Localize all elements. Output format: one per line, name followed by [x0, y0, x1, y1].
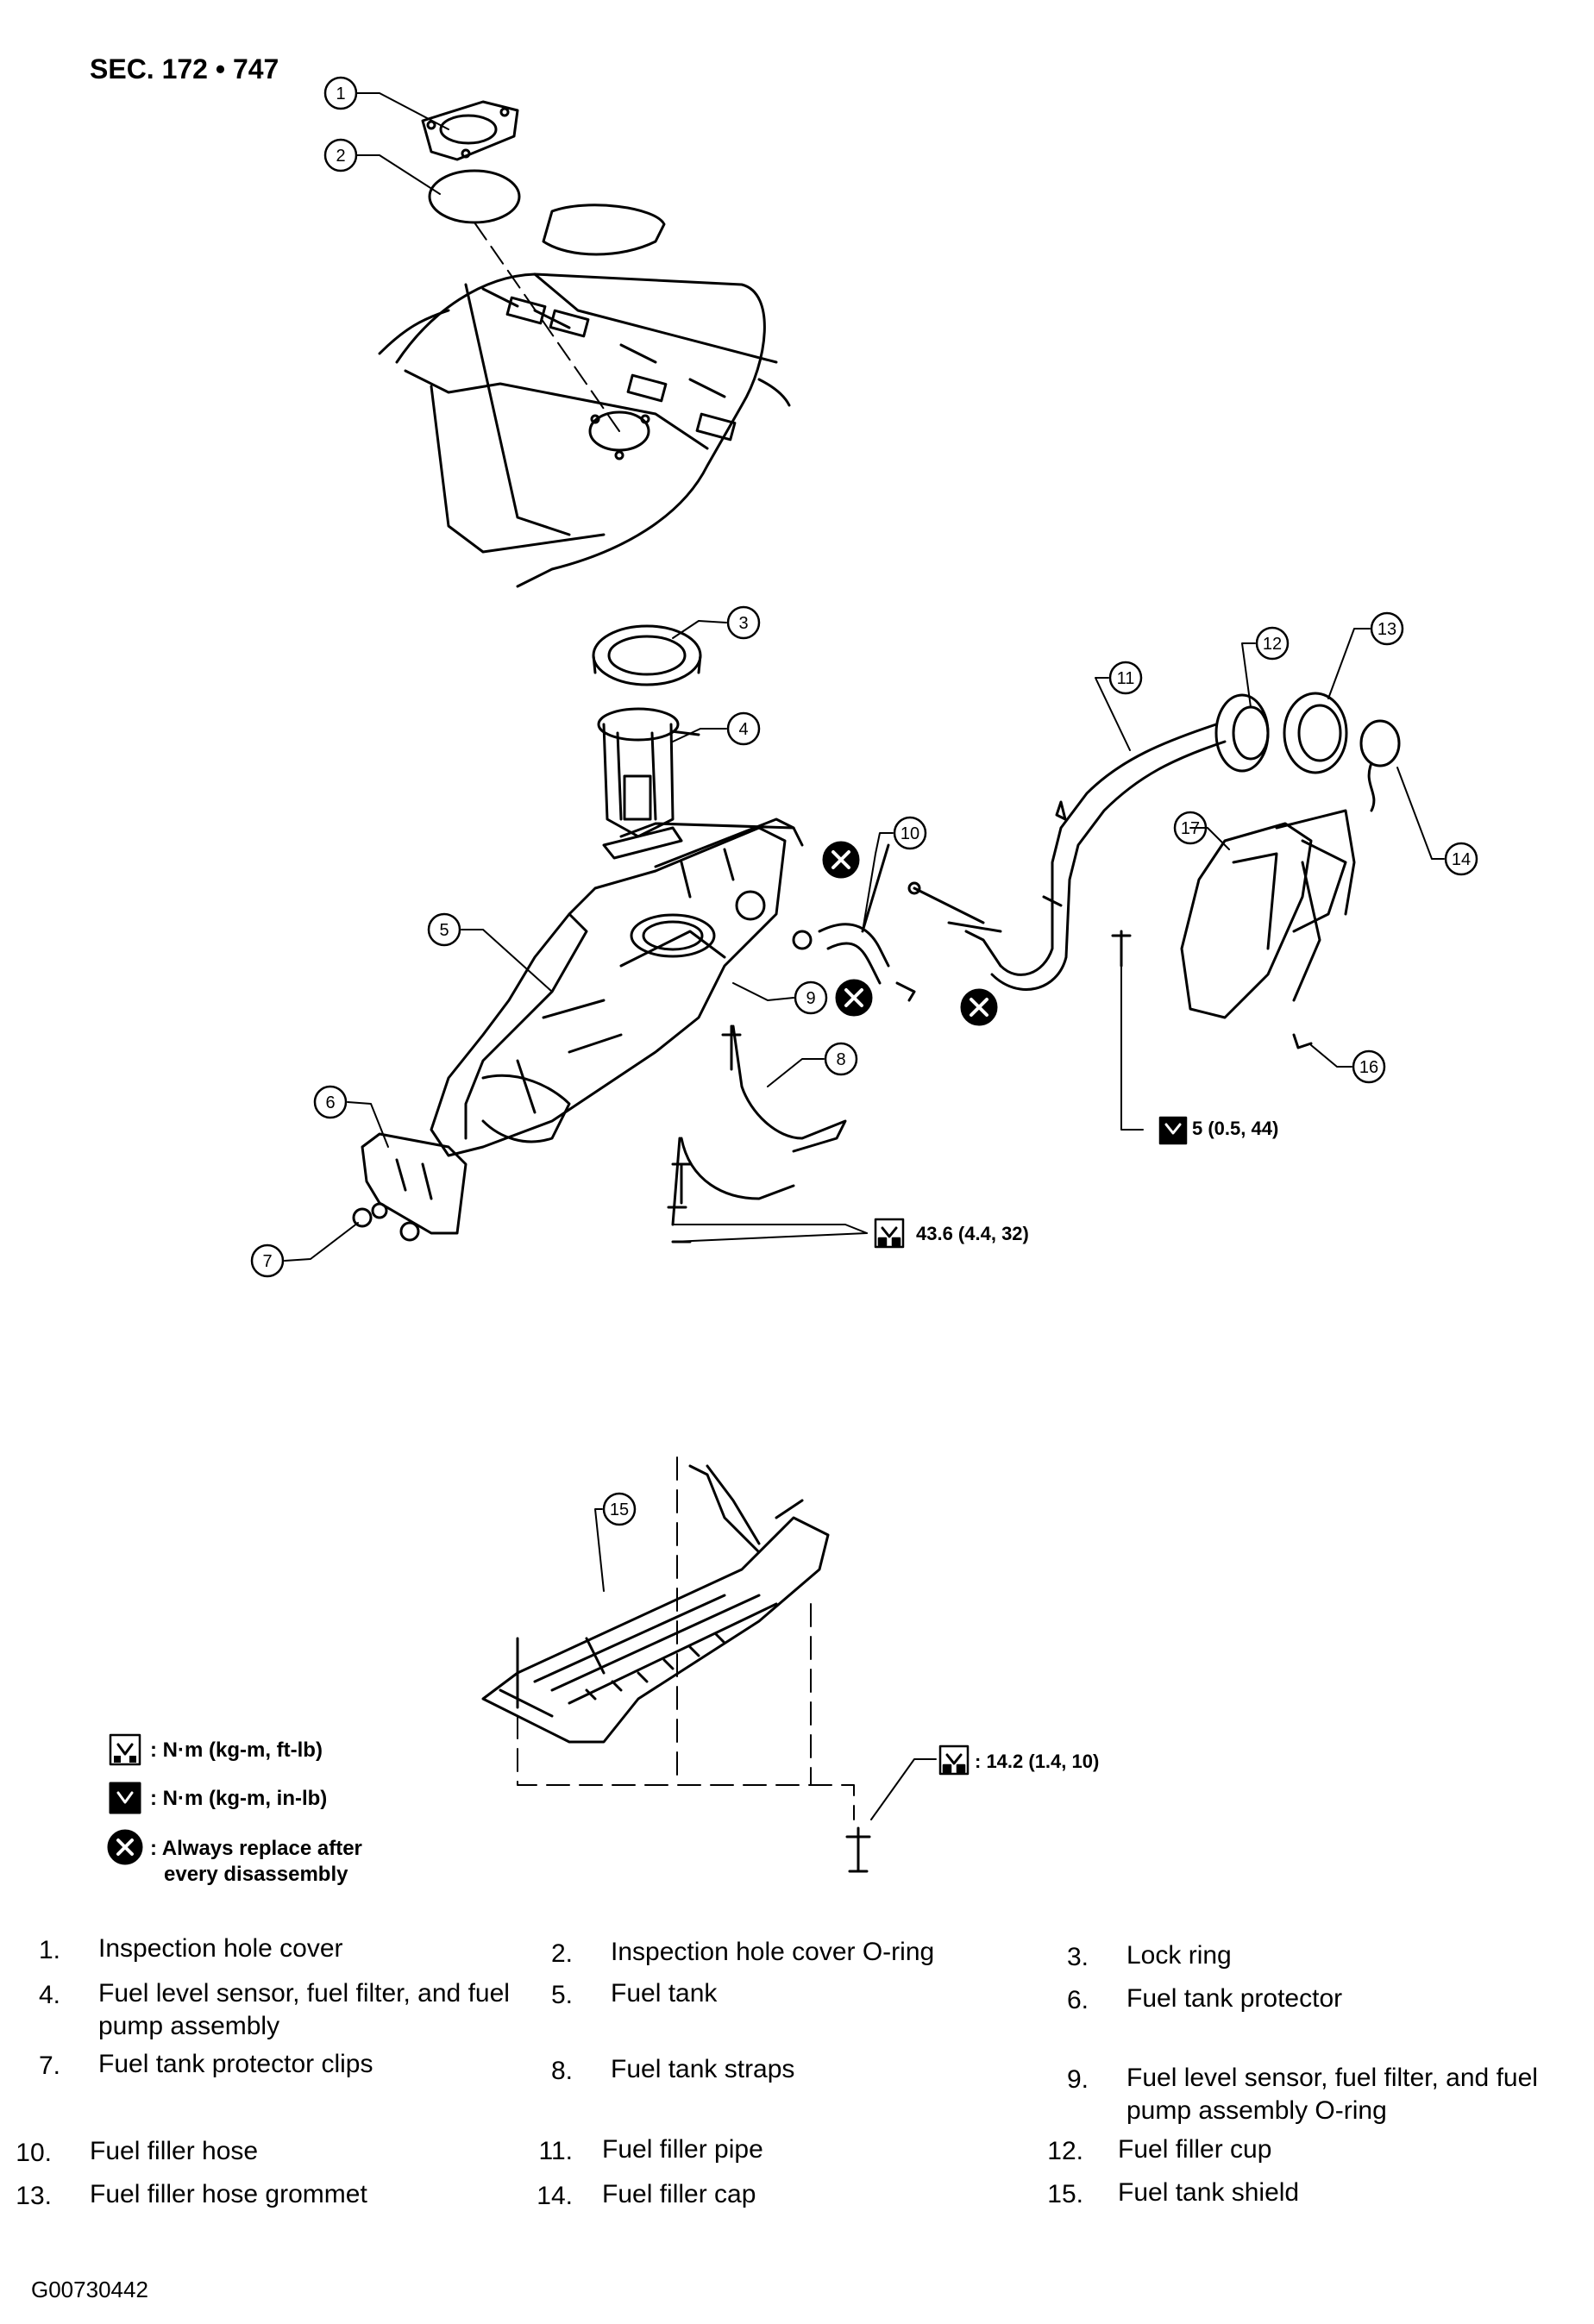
part-name: Fuel filler cup — [1118, 2135, 1272, 2164]
part-name: Fuel filler hose — [90, 2137, 259, 2165]
callout-number-4: 4 — [738, 720, 748, 739]
part-number: 7. — [38, 2052, 60, 2080]
part-name: Inspection hole cover — [98, 1934, 343, 1963]
part-number: 3. — [1066, 1943, 1089, 1971]
callout-number-17: 17 — [1181, 819, 1200, 838]
torque-value-filler: 5 (0.5, 44) — [1192, 1118, 1279, 1139]
part-number: 4. — [38, 1981, 60, 2009]
part-name: Fuel filler cap — [602, 2180, 756, 2208]
callout-number-15: 15 — [610, 1500, 629, 1519]
torque-wrench-ftlb-icon — [109, 1733, 141, 1766]
part-number: 14. — [537, 2182, 573, 2210]
part-name-continued: pump assembly — [98, 2012, 280, 2040]
torque-wrench-inlb-icon — [109, 1782, 141, 1814]
legend-inlb-label: : N·m (kg-m, in-lb) — [150, 1787, 328, 1810]
part-number: 10. — [16, 2139, 52, 2167]
part-number: 5. — [550, 1981, 573, 2009]
callout-number-1: 1 — [336, 85, 345, 103]
part-number: 12. — [1047, 2137, 1083, 2165]
fuel-filler-pipe-drawing — [907, 723, 1227, 991]
part-name: Fuel filler hose grommet — [90, 2180, 367, 2208]
callout-circles — [250, 76, 1478, 1526]
leader-lines — [284, 92, 1445, 1820]
always-replace-icon — [107, 1829, 143, 1865]
part-name: Fuel tank protector clips — [98, 2050, 373, 2078]
legend-replace-label: : Always replace after — [150, 1837, 362, 1860]
callout-number-12: 12 — [1263, 635, 1282, 654]
always-replace-markers — [822, 841, 998, 1026]
part-name: Fuel tank — [611, 1979, 718, 2008]
inspection-o-ring-drawing — [428, 169, 521, 224]
inspection-hole-cover-drawing — [421, 100, 519, 161]
callout-number-2: 2 — [336, 147, 345, 166]
fuel-tank-shield-drawing — [481, 1464, 830, 1744]
part-number: 15. — [1047, 2180, 1083, 2208]
callout-number-8: 8 — [836, 1050, 845, 1069]
part-name: Fuel tank protector — [1126, 1984, 1343, 2013]
callout-number-5: 5 — [439, 921, 449, 940]
part-name: Fuel level sensor, fuel filter, and fuel — [1126, 2064, 1538, 2092]
legend-icons — [107, 1733, 143, 1865]
callout-number-9: 9 — [806, 989, 815, 1008]
fuel-filler-cap-drawing — [1359, 719, 1401, 812]
callout-number-6: 6 — [325, 1093, 335, 1112]
filler-bolt-drawing — [1111, 930, 1132, 968]
torque-value-shield: : 14.2 (1.4, 10) — [975, 1751, 1100, 1772]
part-number: 8. — [550, 2057, 573, 2085]
part-number: 13. — [16, 2182, 52, 2210]
fuel-tank-straps-drawing — [667, 1024, 847, 1243]
part-name: Fuel tank straps — [611, 2055, 795, 2083]
part-name-continued: pump assembly O-ring — [1126, 2096, 1387, 2125]
part-number: 9. — [1066, 2065, 1089, 2094]
callout-number-14: 14 — [1452, 850, 1471, 869]
section-reference: SEC. 172 • 747 — [90, 53, 279, 85]
torque-symbols — [874, 1116, 1188, 1776]
filler-hose-grommet-drawing — [1283, 692, 1348, 774]
fuel-pump-assembly-drawing — [597, 707, 700, 860]
callout-number-16: 16 — [1359, 1058, 1378, 1077]
filler-bracket-drawing — [1180, 809, 1356, 1049]
legend-replace-label-2: every disassembly — [164, 1863, 348, 1886]
filler-hose-drawing — [792, 843, 916, 1002]
shield-bolt-drawing — [845, 1826, 871, 1873]
floor-pan-drawing — [378, 204, 791, 588]
part-name: Lock ring — [1126, 1941, 1232, 1970]
part-name: Fuel tank shield — [1118, 2178, 1300, 2207]
part-name: Inspection hole cover O-ring — [611, 1938, 935, 1966]
part-number: 11. — [538, 2137, 573, 2165]
fuel-tank-protector-drawing — [361, 1132, 468, 1235]
fuel-filler-cup-drawing — [1214, 693, 1270, 773]
part-name: Fuel level sensor, fuel filter, and fuel — [98, 1979, 510, 2008]
callout-number-11: 11 — [1117, 669, 1135, 688]
part-number: 2. — [550, 1939, 573, 1968]
fuel-tank-drawing — [430, 817, 804, 1157]
figure-id: G00730442 — [31, 2277, 148, 2302]
part-number: 1. — [38, 1936, 60, 1964]
shield-dash-lines — [517, 1456, 855, 1820]
lock-ring-drawing — [592, 624, 702, 686]
callout-number-10: 10 — [901, 824, 919, 843]
part-name: Fuel filler pipe — [602, 2135, 763, 2164]
legend-ftlb-label: : N·m (kg-m, ft-lb) — [150, 1738, 323, 1762]
protector-clips-drawing — [352, 1202, 420, 1242]
callout-number-13: 13 — [1377, 620, 1396, 639]
torque-value-straps: 43.6 (4.4, 32) — [916, 1223, 1029, 1244]
part-number: 6. — [1066, 1986, 1089, 2014]
callout-number-7: 7 — [262, 1252, 272, 1271]
callout-number-3: 3 — [738, 614, 748, 633]
